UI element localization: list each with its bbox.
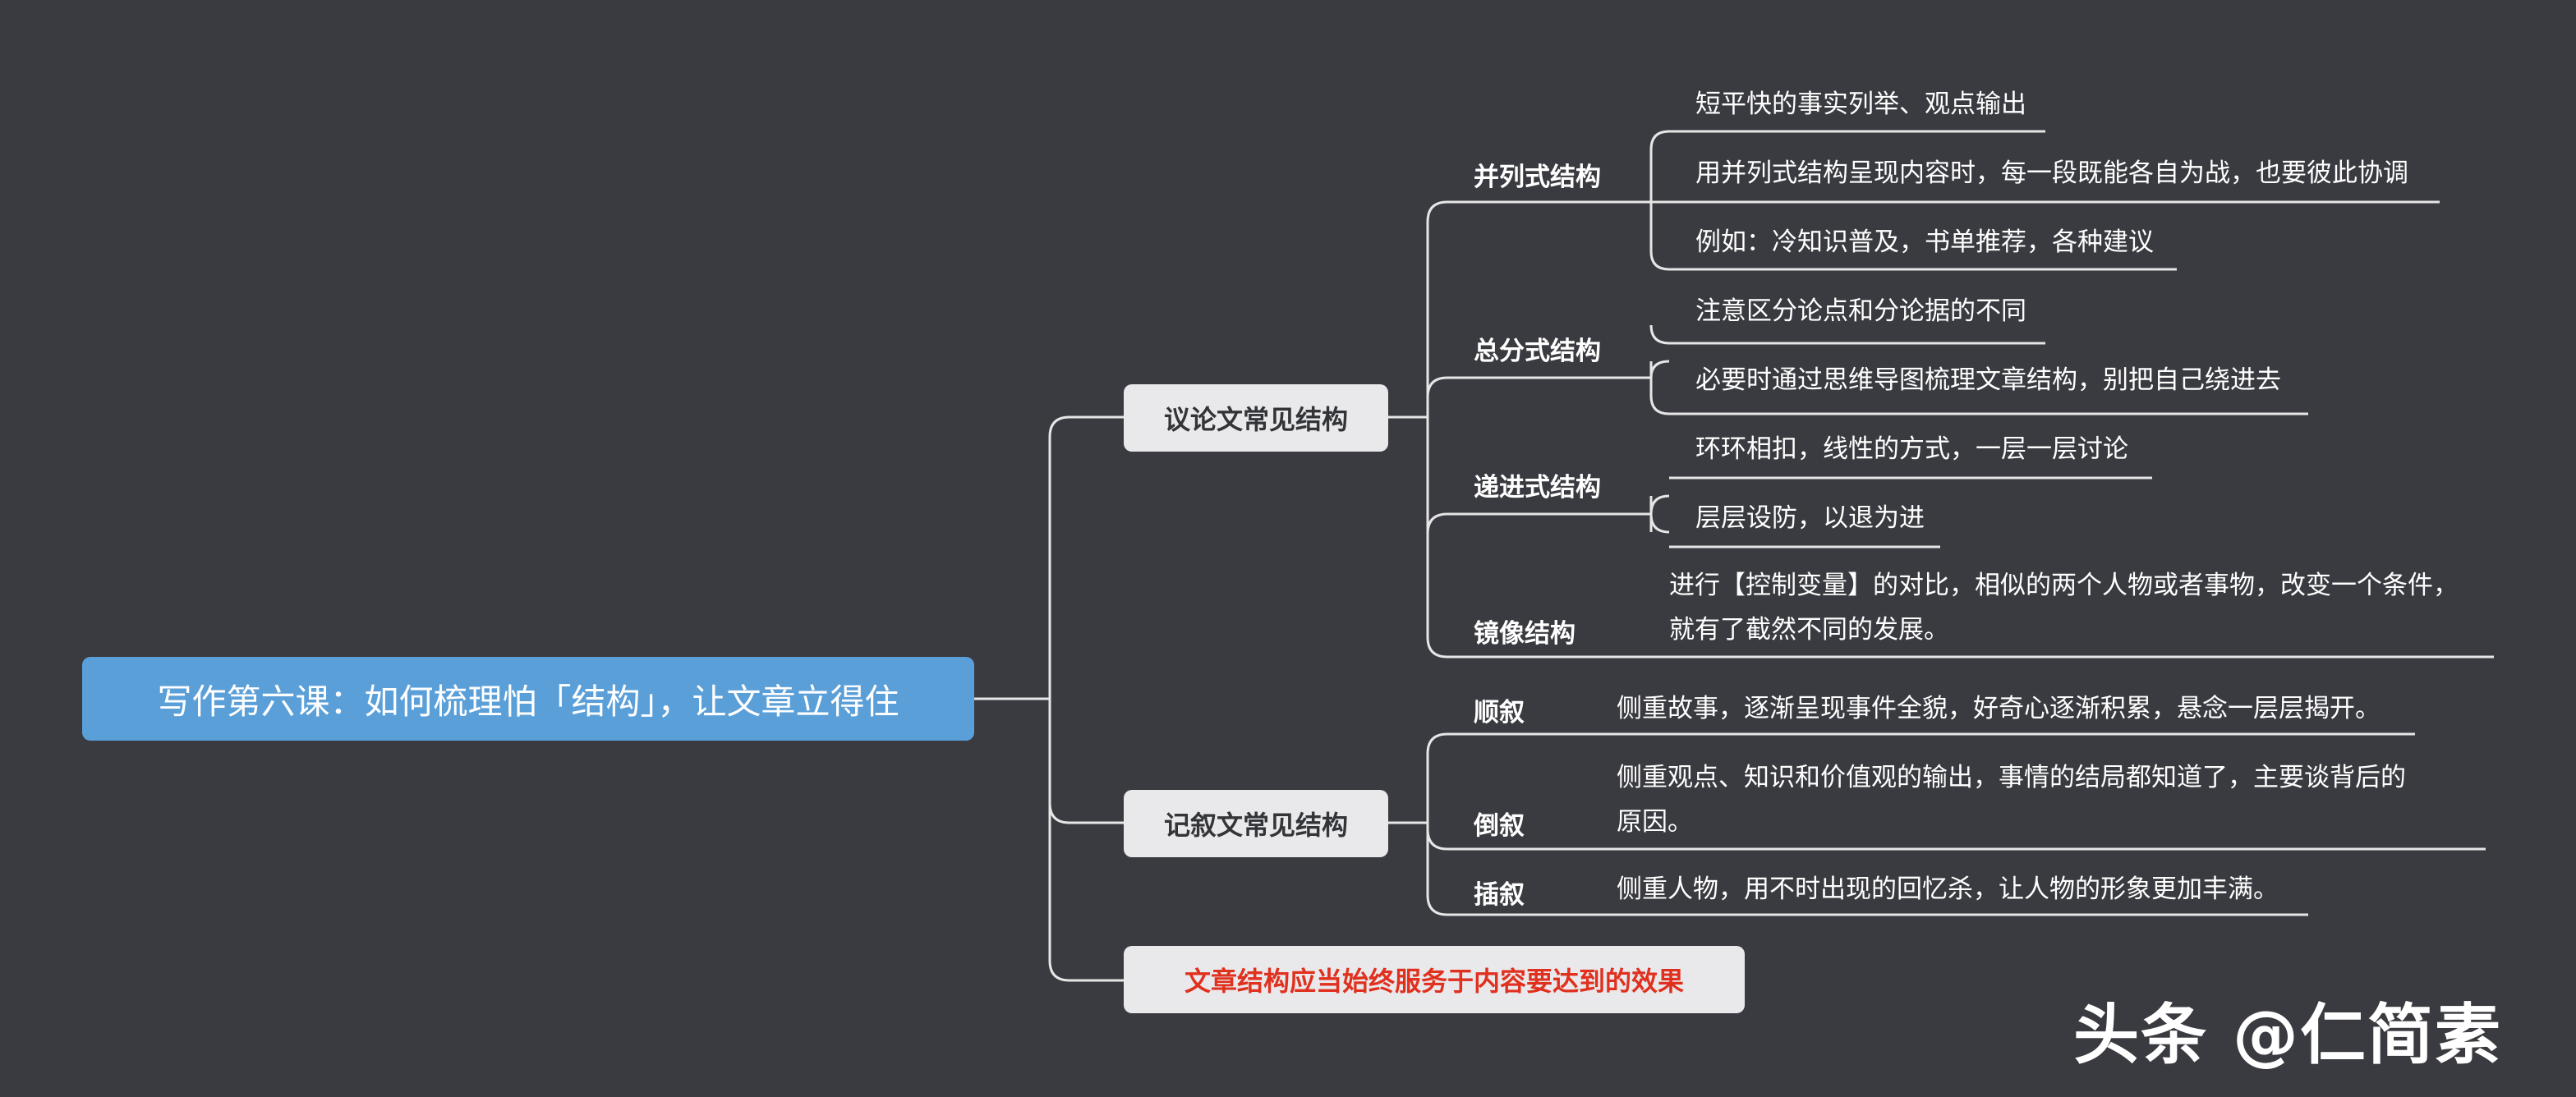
leaf-general-2[interactable]: 必要时通过思维导图梳理文章结构，别把自己绕进去 <box>1695 365 2281 395</box>
leaf-parallel-2[interactable]: 用并列式结构呈现内容时，每一段既能各自为战，也要彼此协调 <box>1695 158 2408 188</box>
leaf-flashback[interactable]: 侧重观点、知识和价值观的输出，事情的结局都知道了，主要谈背后的 原因。 <box>1617 755 2406 844</box>
subtopic-chrono[interactable]: 顺叙 <box>1474 698 1525 728</box>
leaf-mirror[interactable]: 进行【控制变量】的对比，相似的两个人物或者事物，改变一个条件， 就有了截然不同的… <box>1669 563 2459 652</box>
subtopic-mirror[interactable]: 镜像结构 <box>1474 619 1576 649</box>
branch-argument[interactable]: 议论文常见结构 <box>1124 384 1388 452</box>
root-topic[interactable]: 写作第六课：如何梳理怕「结构」，让文章立得住 <box>82 657 974 741</box>
leaf-mirror-line2: 就有了截然不同的发展。 <box>1669 615 1949 645</box>
leaf-flashback-line2: 原因。 <box>1617 807 1693 837</box>
subtopic-insert[interactable]: 插叙 <box>1474 880 1525 910</box>
leaf-general-1[interactable]: 注意区分论点和分论据的不同 <box>1695 296 2026 326</box>
subtopic-progressive[interactable]: 递进式结构 <box>1474 473 1601 503</box>
watermark: 头条 @仁简素 <box>2073 997 2502 1073</box>
leaf-parallel-1[interactable]: 短平快的事实列举、观点输出 <box>1695 90 2026 119</box>
subtopic-flashback[interactable]: 倒叙 <box>1474 811 1525 841</box>
leaf-mirror-line1: 进行【控制变量】的对比，相似的两个人物或者事物，改变一个条件， <box>1669 571 2459 600</box>
leaf-insert[interactable]: 侧重人物，用不时出现的回忆杀，让人物的形象更加丰满。 <box>1617 874 2279 904</box>
subtopic-parallel[interactable]: 并列式结构 <box>1474 163 1601 192</box>
leaf-flashback-line1: 侧重观点、知识和价值观的输出，事情的结局都知道了，主要谈背后的 <box>1617 763 2406 792</box>
leaf-chrono[interactable]: 侧重故事，逐渐呈现事件全貌，好奇心逐渐积累，悬念一层层揭开。 <box>1617 694 2380 723</box>
subtopic-general[interactable]: 总分式结构 <box>1474 337 1601 366</box>
branch-note[interactable]: 文章结构应当始终服务于内容要达到的效果 <box>1124 946 1745 1013</box>
leaf-progressive-1[interactable]: 环环相扣，线性的方式，一层一层讨论 <box>1695 434 2128 464</box>
branch-narrative[interactable]: 记叙文常见结构 <box>1124 790 1388 857</box>
leaf-progressive-2[interactable]: 层层设防，以退为进 <box>1695 503 1925 533</box>
leaf-parallel-3[interactable]: 例如：冷知识普及，书单推荐，各种建议 <box>1695 227 2154 257</box>
